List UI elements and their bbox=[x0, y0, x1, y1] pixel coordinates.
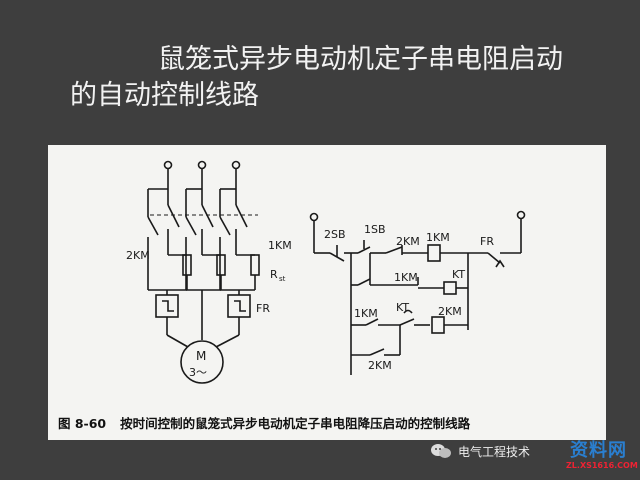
main-circuit: M 3～ 2KM 1KM R st FR bbox=[126, 160, 292, 384]
fr-nc-contact bbox=[487, 252, 501, 264]
resistor-3 bbox=[250, 254, 260, 276]
label-km2-main: 2KM bbox=[126, 249, 150, 262]
caption-figure-number: 图 8-60 bbox=[58, 416, 107, 431]
terminal-l1 bbox=[163, 160, 173, 170]
label-kt-coil: KT bbox=[452, 268, 465, 281]
label-resistor: R bbox=[270, 268, 278, 281]
terminal-ctrl-left bbox=[309, 212, 319, 222]
label-km1-main: 1KM bbox=[268, 239, 292, 252]
km2-coil bbox=[431, 316, 445, 334]
wechat-watermark: 电气工程技术 bbox=[430, 440, 530, 462]
resistor-2 bbox=[216, 254, 226, 276]
label-1sb: 1SB bbox=[364, 223, 386, 236]
motor-symbol bbox=[180, 340, 224, 384]
circuit-figure: M 3～ 2KM 1KM R st FR bbox=[48, 145, 606, 440]
wechat-icon bbox=[431, 444, 451, 458]
watermark-text: 电气工程技术 bbox=[458, 444, 531, 459]
km2-nc-contact bbox=[385, 246, 403, 254]
label-resistor-sub: st bbox=[279, 275, 286, 283]
thermal-relay-2 bbox=[227, 294, 251, 318]
km1-contact-2 bbox=[365, 318, 379, 326]
label-1km-coil: 1KM bbox=[426, 231, 450, 244]
km2-bypass-contact bbox=[147, 216, 159, 236]
kt-coil bbox=[443, 281, 457, 295]
title-line-2: 的自动控制线路 bbox=[70, 80, 259, 111]
site-logo-url: ZL.XS1616.COM bbox=[566, 461, 638, 470]
label-1km-contact: 1KM bbox=[394, 271, 418, 284]
label-1km-hold: 1KM bbox=[354, 307, 378, 320]
km1-hold-contact-1 bbox=[357, 278, 371, 286]
km1-coil bbox=[427, 244, 441, 262]
site-logo-text: 资料网 bbox=[570, 440, 627, 461]
label-fr-main: FR bbox=[256, 302, 270, 315]
kt-timed-contact bbox=[399, 318, 415, 326]
km1-main-contact bbox=[167, 204, 180, 228]
circuit-diagram: M 3～ 2KM 1KM R st FR bbox=[126, 160, 526, 384]
label-fr-control: FR bbox=[480, 235, 494, 248]
label-2km-coil: 2KM bbox=[438, 305, 462, 318]
caption-text: 按时间控制的鼠笼式异步电动机定子串电阻降压启动的控制线路 bbox=[120, 416, 471, 431]
slide-title: 鼠笼式异步电动机定子串电阻启动 的自动控制线路 bbox=[70, 42, 610, 114]
site-logo: 资料网 ZL.XS1616.COM bbox=[556, 436, 640, 480]
terminal-ctrl-right bbox=[516, 210, 526, 220]
terminal-l3 bbox=[231, 160, 241, 170]
label-2sb: 2SB bbox=[324, 228, 346, 241]
control-circuit: 2SB 1SB 2KM 1KM FR 1KM KT 1KM KT 2KM 2KM bbox=[309, 210, 526, 375]
motor-label-m: M bbox=[196, 349, 206, 363]
resistor-1 bbox=[182, 254, 192, 276]
start-button-1sb bbox=[357, 246, 371, 254]
label-2km-bottom: 2KM bbox=[368, 359, 392, 372]
thermal-relay-1 bbox=[155, 294, 179, 318]
km2-hold-contact bbox=[369, 348, 385, 356]
title-line-1: 鼠笼式异步电动机定子串电阻启动 bbox=[158, 44, 563, 75]
label-kt-contact: KT bbox=[396, 301, 409, 314]
terminal-l2 bbox=[197, 160, 207, 170]
figure-caption: 图 8-60 按时间控制的鼠笼式异步电动机定子串电阻降压启动的控制线路 bbox=[58, 413, 484, 432]
motor-label-3phase: 3～ bbox=[189, 366, 207, 379]
label-2km-contact: 2KM bbox=[396, 235, 420, 248]
